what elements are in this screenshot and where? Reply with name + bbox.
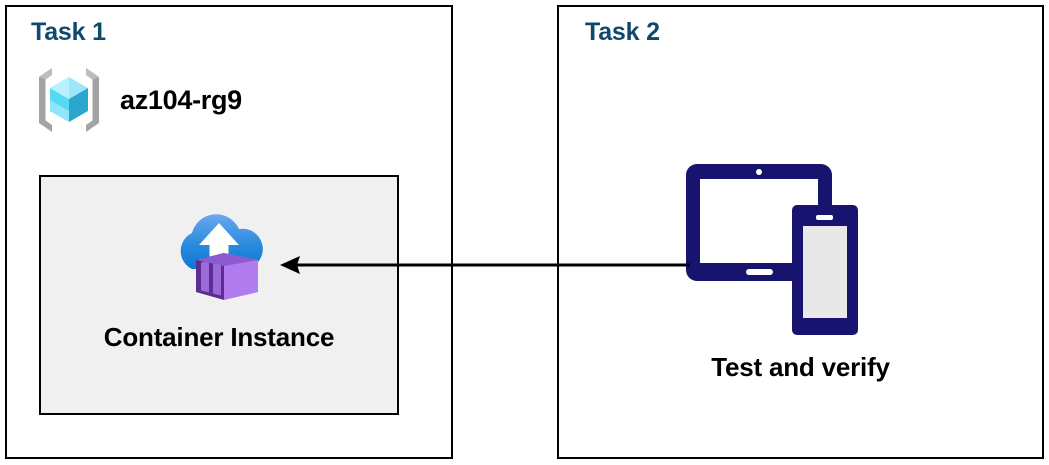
task-2-panel — [557, 5, 1044, 459]
container-instance-label: Container Instance — [103, 322, 335, 352]
test-and-verify-label: Test and verify — [711, 352, 890, 382]
task-2-label: Task 2 — [585, 18, 660, 46]
tablet-and-phone-icon — [686, 164, 858, 335]
resource-group-name: az104-rg9 — [120, 84, 242, 115]
container-instance-card: Container Instance — [39, 175, 399, 415]
azure-resource-group-icon — [39, 68, 99, 132]
resource-group-row: az104-rg9 — [32, 63, 242, 137]
task-1-panel — [5, 5, 453, 459]
task-1-label: Task 1 — [31, 18, 106, 46]
azure-container-instance-icon — [180, 214, 263, 300]
